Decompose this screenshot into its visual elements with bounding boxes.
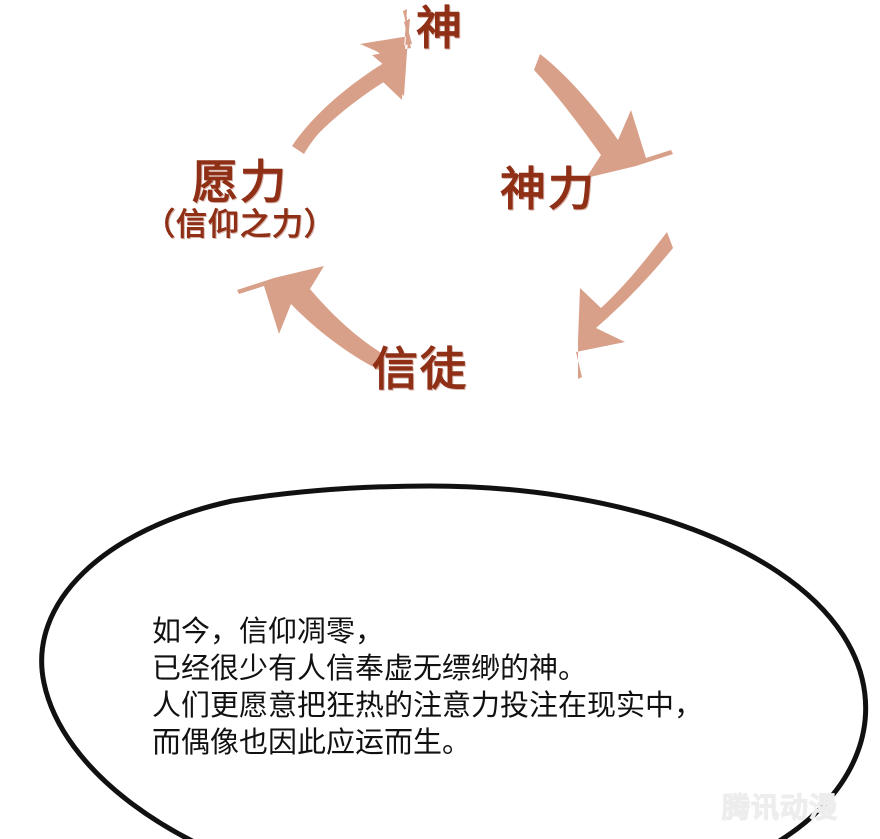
cycle-label-wish-power-text: 愿力 <box>192 155 288 209</box>
cycle-label-wish-power-subtext: （信仰之力） <box>144 206 336 243</box>
arrow-down-right-shape <box>534 54 673 178</box>
bubble-line-3: 人们更愿意把狂热的注意力投注在现实中， <box>152 688 704 722</box>
cycle-label-believers-text: 信徒 <box>372 342 468 396</box>
cycle-label-believers: 信徒 <box>300 345 540 394</box>
arrow-up-left-shape <box>237 266 383 370</box>
bubble-line-1: 如今，信仰凋零， <box>152 614 385 648</box>
faith-energy-cycle-diagram: 神 神力 信徒 愿力 （信仰之力） <box>0 4 880 394</box>
cycle-arrows-group <box>237 9 673 379</box>
speech-bubble-text: 如今，信仰凋零， 已经很少有人信奉虚无缥缈的神。 人们更愿意把狂热的注意力投注在… <box>152 613 812 761</box>
arrow-up-right-shape <box>292 9 409 154</box>
cycle-label-wish-power: 愿力 （信仰之力） <box>90 158 390 242</box>
arrow-down-left-shape <box>576 232 673 379</box>
speech-bubble: 如今，信仰凋零， 已经很少有人信奉虚无缥缈的神。 人们更愿意把狂热的注意力投注在… <box>0 455 880 839</box>
cycle-label-divine-power: 神力 <box>500 165 740 214</box>
bubble-line-4: 而偶像也因此应运而生。 <box>152 725 472 759</box>
cycle-label-god-text: 神 <box>416 1 464 55</box>
bubble-line-2: 已经很少有人信奉虚无缥缈的神。 <box>152 651 588 685</box>
cycle-label-god: 神 <box>0 4 880 53</box>
speech-bubble-outline-icon <box>39 483 869 839</box>
cycle-label-divine-power-text: 神力 <box>500 162 596 216</box>
